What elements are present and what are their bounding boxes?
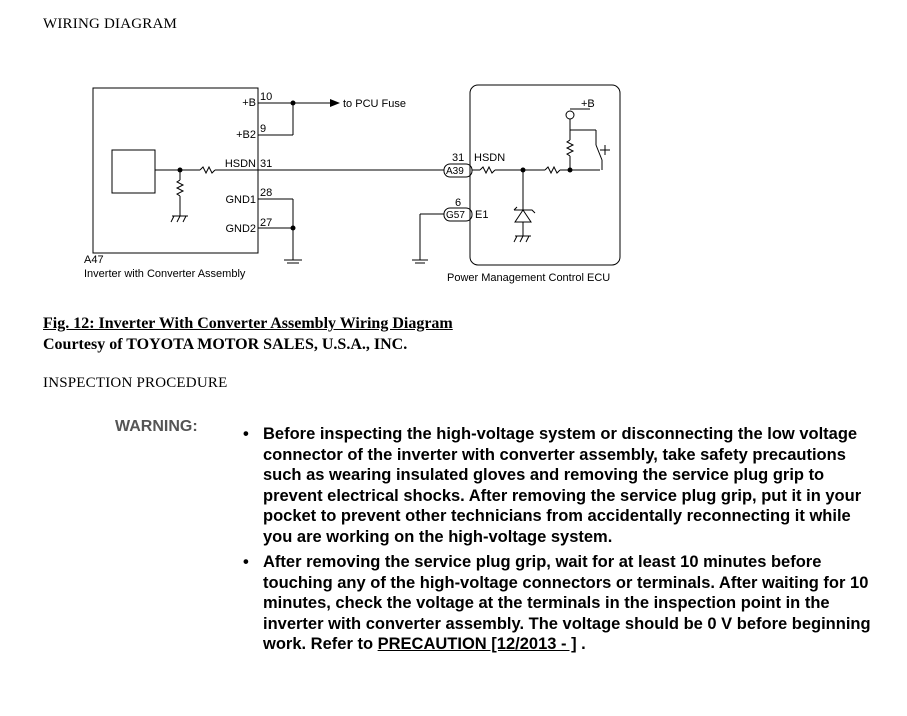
connector-a39 <box>443 163 473 178</box>
figure-courtesy: Courtesy of TOYOTA MOTOR SALES, U.S.A., … <box>43 336 408 353</box>
pin-label-gnd1: GND1 <box>225 194 256 206</box>
warning-item-text: Before inspecting the high-voltage syste… <box>263 425 862 546</box>
pin-label-b: +B <box>242 97 256 109</box>
inspection-procedure-heading: INSPECTION PROCEDURE <box>43 375 228 391</box>
pin-num-31: 31 <box>260 158 272 170</box>
connector-g57 <box>443 207 473 222</box>
pin-label-hsdn: HSDN <box>225 158 256 170</box>
fuse-label: to PCU Fuse <box>343 98 406 110</box>
pin-num-10: 10 <box>260 91 272 103</box>
warning-item: • Before inspecting the high-voltage sys… <box>243 424 873 547</box>
connector-g57-label: G57 <box>446 210 465 221</box>
inverter-inner-box <box>111 149 156 194</box>
pin-num-27: 27 <box>260 217 272 229</box>
ecu-pin-num-6: 6 <box>455 197 461 209</box>
warning-label: WARNING: <box>115 418 198 435</box>
wiring-diagram-heading: WIRING DIAGRAM <box>43 16 178 32</box>
ecu-pwr-label: +B <box>581 98 595 110</box>
wiring-diagram: +B 10 +B2 9 HSDN 31 GND1 28 GND2 27 to P… <box>84 84 621 284</box>
fuse-arrow <box>330 99 340 107</box>
warning-item-tail: . <box>576 635 586 653</box>
pin-label-b2: +B2 <box>236 129 256 141</box>
warning-item-text: After removing the service plug grip, wa… <box>263 553 871 653</box>
connector-a39-label: A39 <box>446 166 464 177</box>
ecu-pin-num-31: 31 <box>452 152 464 164</box>
bullet-icon: • <box>243 553 249 571</box>
inverter-name: Inverter with Converter Assembly <box>84 268 246 280</box>
figure-caption: Fig. 12: Inverter With Converter Assembl… <box>43 315 453 332</box>
ecu-name: Power Management Control ECU <box>447 272 610 284</box>
connector-a47-label: A47 <box>84 254 104 266</box>
pin-label-gnd2: GND2 <box>225 223 256 235</box>
ecu-box <box>469 84 621 266</box>
warning-list: • Before inspecting the high-voltage sys… <box>243 424 873 660</box>
precaution-link[interactable]: PRECAUTION [12/2013 - ] <box>377 635 577 653</box>
bullet-icon: • <box>243 425 249 443</box>
pin-num-28: 28 <box>260 187 272 199</box>
ecu-pin-label-e1: E1 <box>475 209 488 221</box>
ecu-pin-label-hsdn: HSDN <box>474 152 505 164</box>
warning-item: • After removing the service plug grip, … <box>243 552 873 655</box>
pin-num-9: 9 <box>260 123 266 135</box>
